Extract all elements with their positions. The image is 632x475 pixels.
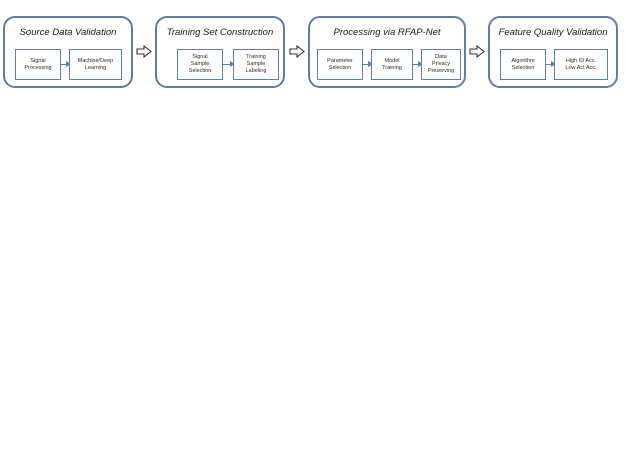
step-arrow: [223, 61, 235, 67]
stage-title: Processing via RFAP-Net: [333, 27, 441, 38]
stage-feature-quality-validation: Feature Quality Validation Algorithm Sel…: [488, 16, 618, 88]
stage-arrow-icon: [469, 45, 485, 58]
step-machine-deep-learning: Machine/Deep Learning: [69, 49, 122, 80]
step-training-sample-labeling: Training Sample Labeling: [233, 49, 279, 80]
stage-arrow-icon: [289, 45, 305, 58]
step-algorithm-selection: Algorithm Selection: [500, 49, 546, 80]
step-signal-sample-selection: Signal Sample Selection: [177, 49, 223, 80]
stage-title: Feature Quality Validation: [498, 27, 608, 38]
stage-arrow-icon: [136, 45, 152, 58]
step-arrow: [61, 61, 71, 67]
step-arrow: [363, 61, 373, 67]
step-model-training: Model Training: [371, 49, 413, 80]
step-accuracy-result: High ID Acc. Low Act Acc.: [554, 49, 608, 80]
stage-training-set-construction: Training Set Construction Signal Sample …: [155, 16, 285, 88]
step-arrow: [413, 61, 423, 67]
step-arrow: [546, 61, 556, 67]
stage-source-data-validation: Source Data Validation Signal Processing…: [3, 16, 133, 88]
step-signal-processing: Signal Processing: [15, 49, 61, 80]
step-parameter-selection: Parameter Selection: [317, 49, 363, 80]
stage-title: Training Set Construction: [166, 27, 274, 38]
stage-processing-via-rfap-net: Processing via RFAP-Net Parameter Select…: [308, 16, 466, 88]
stage-title: Source Data Validation: [19, 27, 117, 38]
step-data-privacy-preserving: Data Privacy Preserving: [421, 49, 461, 80]
